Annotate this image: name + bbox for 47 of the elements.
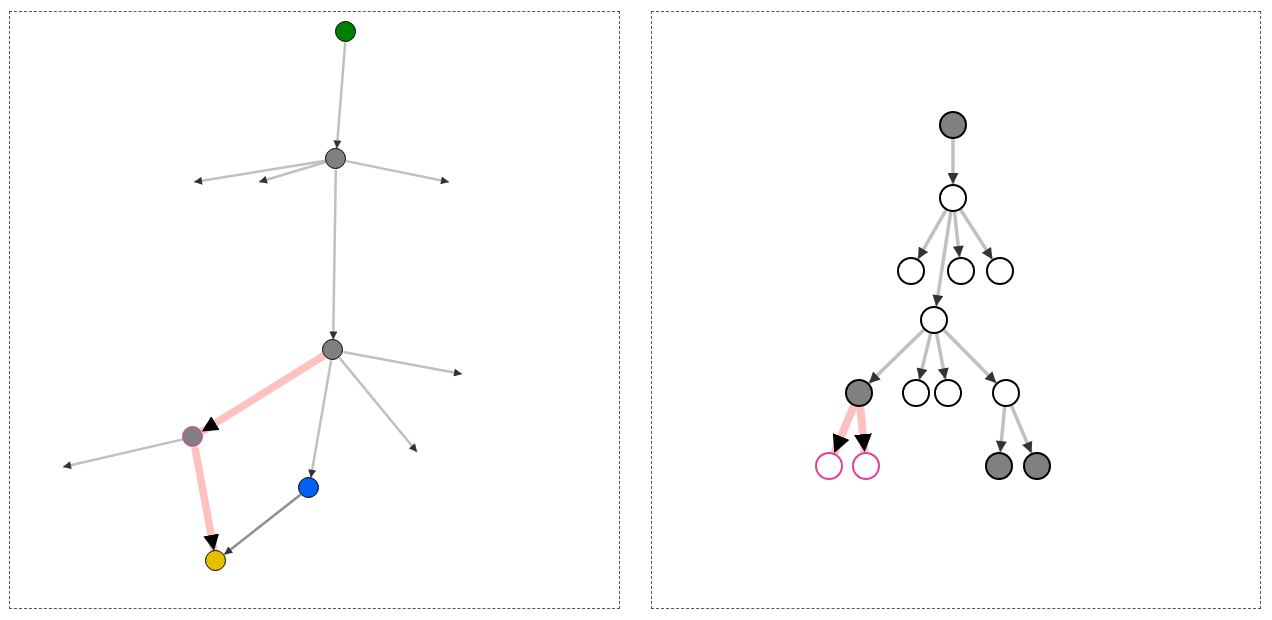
arrow xyxy=(1009,405,1034,454)
arrow xyxy=(62,438,184,470)
node-circle xyxy=(901,378,930,407)
node-circle xyxy=(946,256,975,285)
arrow xyxy=(934,333,949,380)
arrow xyxy=(830,404,858,455)
arrow xyxy=(942,328,998,385)
arrow xyxy=(333,42,347,149)
arrow xyxy=(258,160,327,184)
node-circle xyxy=(325,148,346,169)
arrow xyxy=(995,406,1007,453)
arrow xyxy=(916,209,948,260)
node-circle xyxy=(851,451,880,480)
node-circle xyxy=(984,451,1013,480)
node-circle xyxy=(298,477,319,498)
arrow xyxy=(343,350,463,377)
node-circle xyxy=(896,256,925,285)
arrow xyxy=(223,493,302,556)
arrow xyxy=(346,159,450,185)
panel-frame xyxy=(651,11,1261,609)
node-circle xyxy=(938,110,967,139)
node-circle xyxy=(205,550,226,571)
node-circle xyxy=(814,451,843,480)
arrow xyxy=(959,208,994,261)
node-circle xyxy=(322,339,343,360)
arrow xyxy=(854,406,872,453)
arrow xyxy=(916,333,933,380)
arrow xyxy=(308,360,333,478)
node-circle xyxy=(933,378,962,407)
node-circle xyxy=(335,21,356,42)
node-circle xyxy=(1022,451,1051,480)
panel-frame xyxy=(9,11,620,609)
node-circle xyxy=(844,378,873,407)
arrow xyxy=(338,357,418,453)
node-circle xyxy=(938,183,967,212)
arrow xyxy=(947,139,959,184)
arrow xyxy=(932,211,953,307)
node-circle xyxy=(919,305,948,334)
arrow xyxy=(199,352,327,435)
arrow xyxy=(193,159,326,185)
arrow xyxy=(867,328,926,385)
arrow xyxy=(952,211,964,258)
arrow xyxy=(329,169,338,340)
arrow xyxy=(191,446,220,552)
node-circle xyxy=(991,378,1020,407)
node-circle xyxy=(985,256,1014,285)
node-circle xyxy=(182,426,203,447)
